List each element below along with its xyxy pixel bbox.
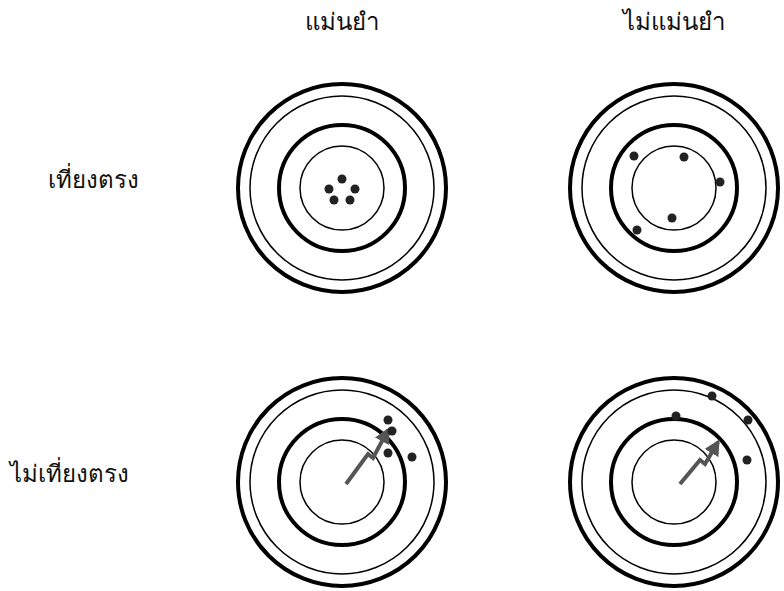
target <box>238 84 446 292</box>
hit-dot <box>384 416 393 425</box>
target-ring <box>611 419 737 545</box>
target-ring <box>250 96 434 280</box>
column-heading: ไม่แม่นยำ <box>623 8 725 37</box>
bias-arrow <box>680 442 718 484</box>
row-heading: ไม่เที่ยงตรง <box>10 460 129 489</box>
target-ring <box>238 84 446 292</box>
hit-dot <box>408 453 417 462</box>
target <box>570 378 778 586</box>
hit-dot <box>351 185 360 194</box>
hit-dot <box>633 226 642 235</box>
hit-dot <box>325 185 334 194</box>
hit-dot <box>672 412 681 421</box>
target-ring <box>632 440 716 524</box>
target-ring <box>300 440 384 524</box>
hit-dot <box>338 175 347 184</box>
hit-dot <box>708 392 717 401</box>
target-ring <box>238 378 446 586</box>
hit-dot <box>680 153 689 162</box>
hit-dot <box>743 456 752 465</box>
hit-dot <box>384 449 393 458</box>
hit-dot <box>330 196 339 205</box>
target-ring <box>570 378 778 586</box>
hit-dot <box>630 152 639 161</box>
target-ring <box>632 146 716 230</box>
hit-dot <box>388 427 397 436</box>
target-ring <box>250 390 434 574</box>
target-ring <box>570 84 778 292</box>
row-heading: เที่ยงตรง <box>48 166 139 195</box>
target-ring <box>300 146 384 230</box>
bias-arrow <box>346 430 388 484</box>
column-heading: แม่นยำ <box>305 8 379 37</box>
hit-dot <box>744 416 753 425</box>
target-ring <box>582 96 766 280</box>
target-ring <box>611 125 737 251</box>
target <box>238 378 446 586</box>
target <box>570 84 778 292</box>
hit-dot <box>346 196 355 205</box>
target-ring <box>582 390 766 574</box>
target-ring <box>279 419 405 545</box>
hit-dot <box>716 178 725 187</box>
target-ring <box>279 125 405 251</box>
hit-dot <box>668 214 677 223</box>
